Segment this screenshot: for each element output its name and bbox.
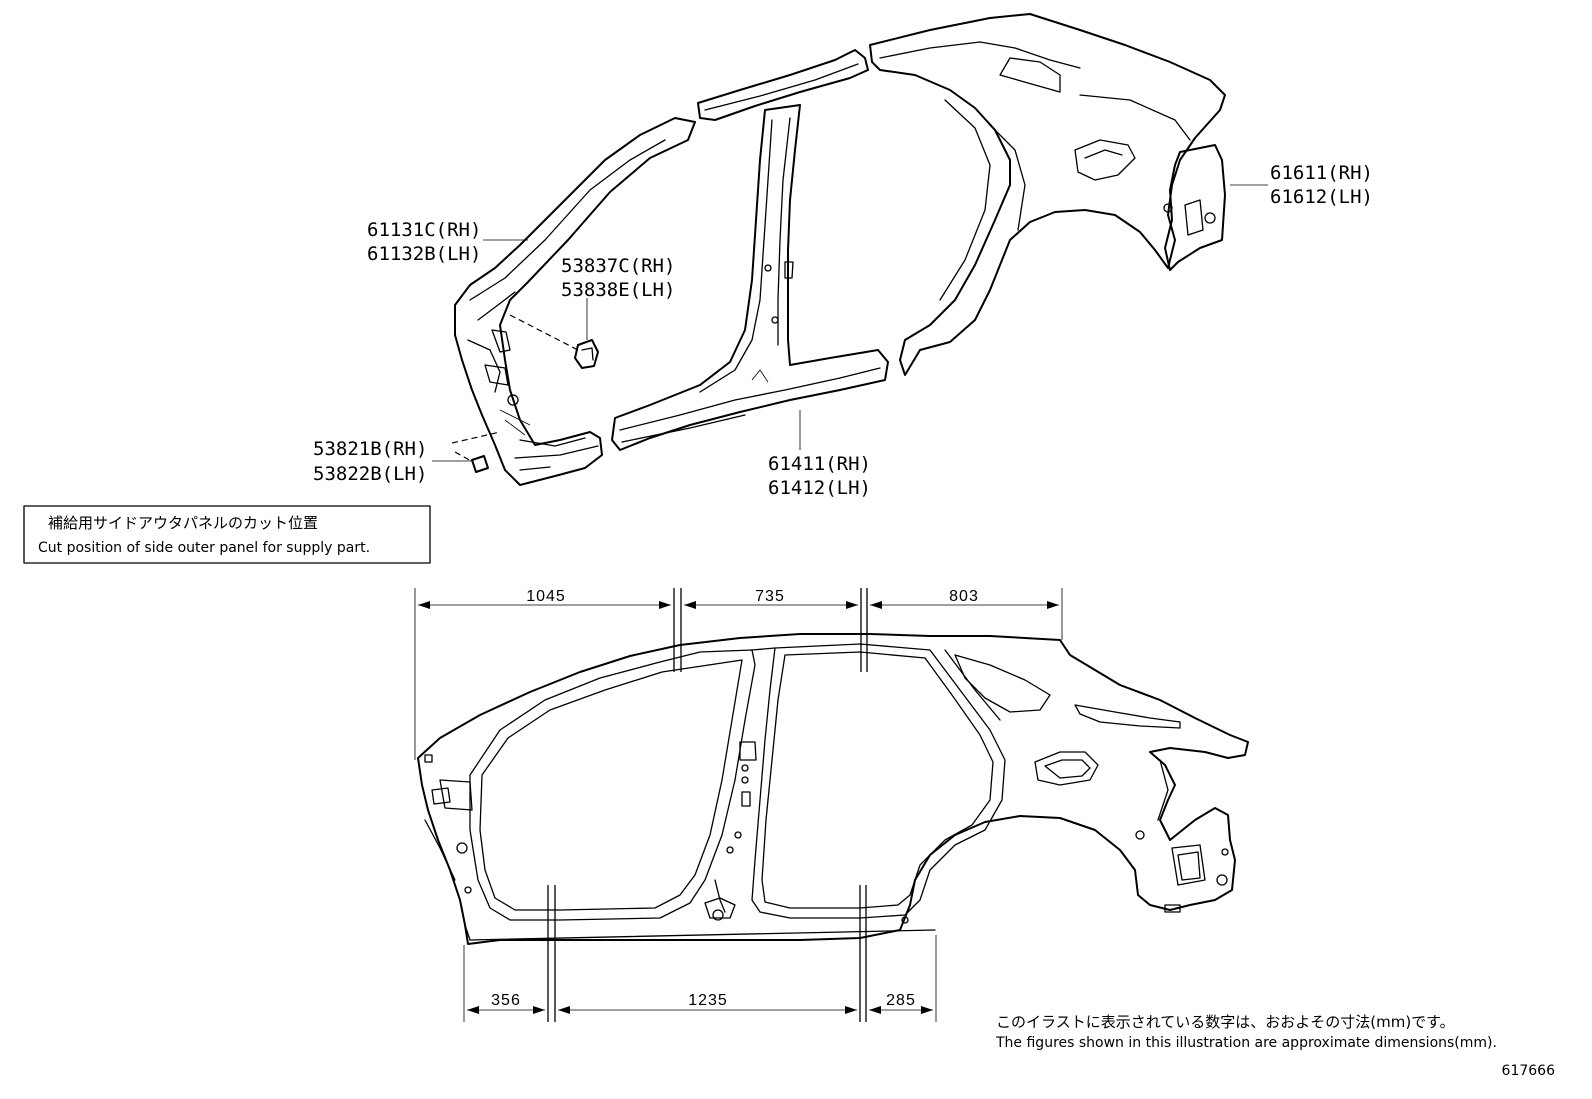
front-pillar-panel — [454, 117, 696, 486]
part-label-rh: 61611(RH) — [1270, 162, 1373, 184]
dimension-value: 803 — [949, 588, 979, 605]
dimension-value: 1235 — [688, 992, 728, 1009]
leader-lines — [432, 184, 1268, 463]
part-label-rh: 61131C(RH) — [367, 219, 481, 241]
bracket-53821B — [471, 455, 489, 473]
part-label-lh: 61132B(LH) — [367, 243, 481, 265]
footer-note-en: The figures shown in this illustration a… — [995, 1035, 1497, 1051]
dimension-value: 285 — [886, 992, 916, 1009]
footer-note-ja: このイラストに表示されている数字は、おおよその寸法(mm)です。 — [996, 1013, 1455, 1031]
quarter-extension-panel — [1164, 144, 1226, 271]
cut-note-en: Cut position of side outer panel for sup… — [38, 540, 370, 556]
part-label-lh: 53838E(LH) — [561, 279, 675, 301]
side-outer-panel-view — [417, 633, 1249, 945]
part-label-rh: 61411(RH) — [768, 453, 871, 475]
part-label-lh: 53822B(LH) — [313, 463, 427, 485]
part-label-lh: 61412(LH) — [768, 477, 871, 499]
dimension-value: 1045 — [526, 588, 566, 605]
illustration-id: 617666 — [1502, 1063, 1556, 1079]
cut-note-ja: 補給用サイドアウタパネルのカット位置 — [48, 514, 318, 532]
center-pillar-rocker — [611, 104, 889, 451]
exploded-view: 61131C(RH) 61132B(LH) 53837C(RH) 53838E(… — [313, 13, 1373, 499]
quarter-upper-panel — [869, 13, 1226, 376]
part-labels: 61131C(RH) 61132B(LH) 53837C(RH) 53838E(… — [313, 162, 1373, 499]
dimension-value: 356 — [491, 992, 521, 1009]
dimension-lines: 1045 735 803 356 1235 285 — [414, 588, 1063, 1022]
roof-rail-front — [697, 49, 869, 121]
dimension-value: 735 — [755, 588, 785, 605]
part-label-rh: 53837C(RH) — [561, 255, 675, 277]
bracket-53837C — [574, 339, 599, 369]
part-label-rh: 53821B(RH) — [313, 438, 427, 460]
footer: このイラストに表示されている数字は、おおよその寸法(mm)です。 The fig… — [995, 1013, 1555, 1079]
cut-position-note: 補給用サイドアウタパネルのカット位置 Cut position of side … — [23, 505, 431, 564]
part-label-lh: 61612(LH) — [1270, 186, 1373, 208]
